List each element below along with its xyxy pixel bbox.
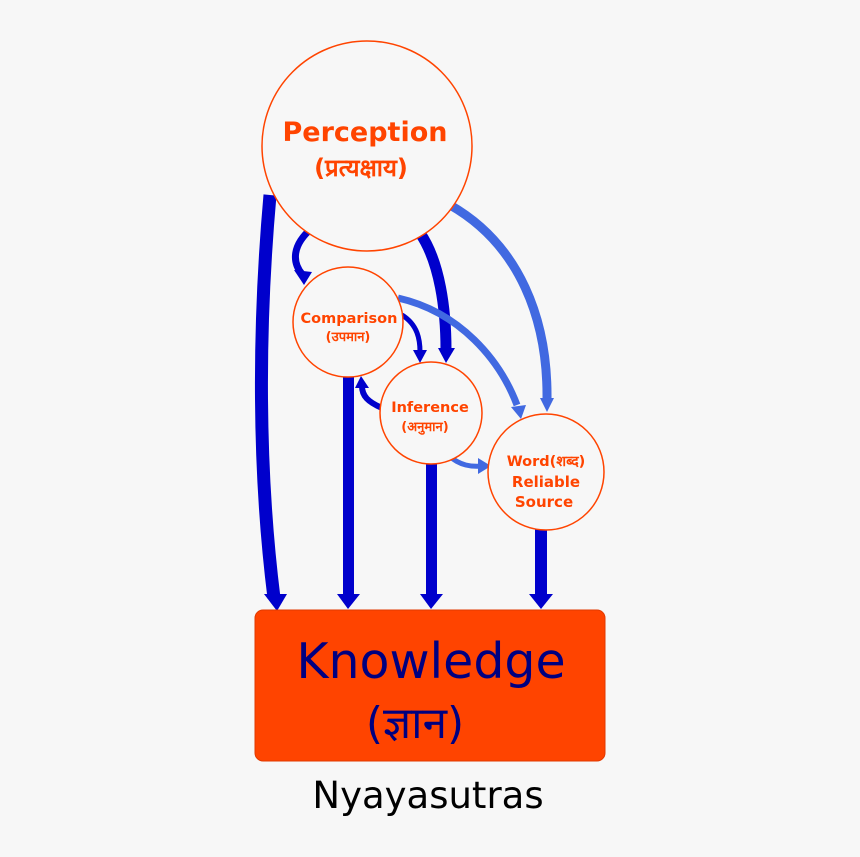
node-comparison: Comparison (उपमान) [292, 266, 404, 378]
perception-sanskrit: (प्रत्यक्षाय) [314, 154, 408, 182]
inference-circle [379, 361, 483, 465]
arrow-comparison-to-word [397, 294, 521, 407]
knowledge-sanskrit: (ज्ञान) [366, 698, 464, 749]
arrowhead-perception-to-knowledge [264, 594, 287, 611]
perception-label: Perception [283, 117, 448, 148]
arrowhead-inference-to-comparison [355, 376, 369, 388]
word-label: Word(शब्द) [507, 454, 586, 470]
arrowhead-word-to-knowledge [529, 594, 553, 609]
inference-label: Inference [391, 400, 469, 416]
arrow-comparison-to-knowledge [343, 376, 354, 598]
arrow-comparison-to-inference [400, 312, 423, 353]
arrow-inference-to-knowledge [426, 462, 437, 598]
arrowhead-comparison-to-word [511, 405, 526, 419]
arrow-perception-to-knowledge [254, 194, 281, 599]
node-inference: Inference (अनुमान) [379, 361, 483, 465]
arrow-perception-to-word [447, 201, 552, 401]
word-source: Source [515, 493, 573, 511]
arrowhead-perception-to-inference [438, 348, 455, 363]
comparison-label: Comparison [301, 311, 398, 327]
word-reliable: Reliable [512, 473, 580, 491]
node-word: Word(शब्द) Reliable Source [487, 413, 605, 531]
caption: Nyayasutras [312, 774, 543, 817]
arrowhead-perception-to-word [540, 398, 554, 412]
comparison-sanskrit: (उपमान) [326, 330, 371, 345]
arrowhead-inference-to-word [478, 458, 491, 474]
knowledge-label: Knowledge [296, 633, 565, 690]
knowledge-box: Knowledge (ज्ञान) [254, 609, 606, 762]
arrow-inference-to-comparison [359, 385, 384, 411]
node-perception: Perception (प्रत्यक्षाय) [261, 40, 473, 252]
arrowhead-perception-to-comparison [294, 270, 312, 285]
word-circle [487, 413, 605, 531]
arrowhead-comparison-to-inference [413, 350, 427, 363]
arrow-word-to-knowledge [535, 528, 547, 598]
inference-sanskrit: (अनुमान) [401, 420, 448, 435]
comparison-circle [292, 266, 404, 378]
arrow-perception-to-inference [415, 229, 452, 351]
perception-circle [261, 40, 473, 252]
arrowhead-comparison-to-knowledge [337, 594, 360, 609]
knowledge-rect [254, 609, 606, 762]
arrowhead-inference-to-knowledge [420, 594, 443, 609]
